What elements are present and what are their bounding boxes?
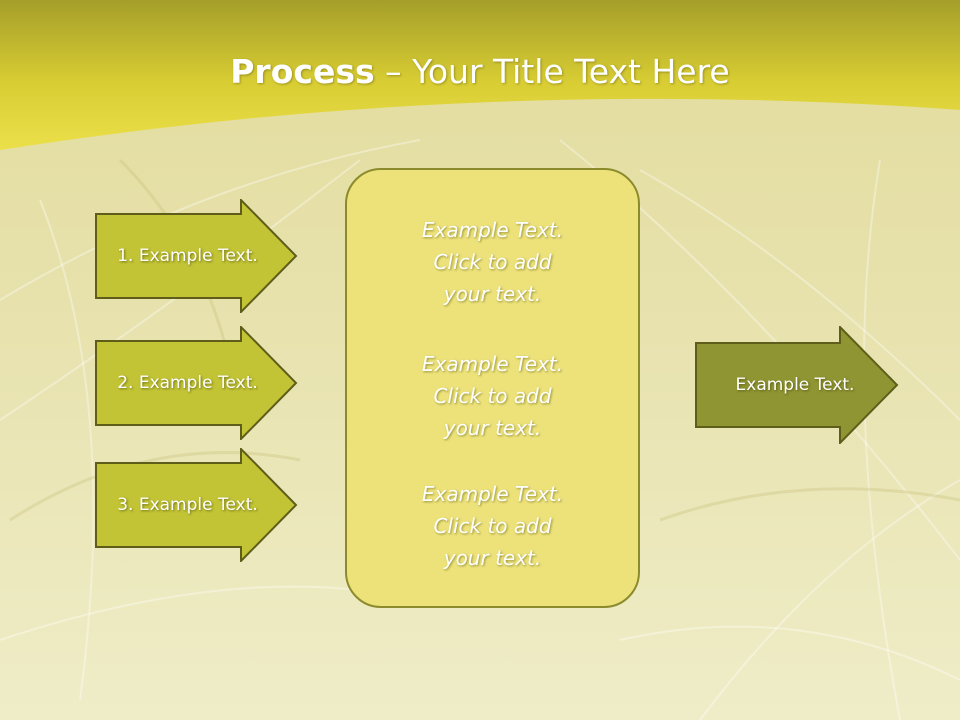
- text-line: your text.: [443, 546, 542, 570]
- right-arrow-shape: [95, 199, 298, 313]
- input-arrow-label: 1. Example Text.: [117, 246, 258, 266]
- title-rest: – Your Title Text Here: [374, 52, 730, 91]
- text-line: Click to add: [433, 250, 552, 274]
- text-line: Example Text.: [421, 352, 564, 376]
- text-line: your text.: [443, 416, 542, 440]
- right-arrow-shape: [95, 448, 298, 562]
- input-arrow-label: 2. Example Text.: [117, 373, 258, 393]
- center-text-box[interactable]: Example Text. Click to add your text. Ex…: [345, 168, 640, 608]
- input-arrow-1[interactable]: 1. Example Text.: [95, 199, 299, 313]
- text-line: Example Text.: [421, 218, 564, 242]
- center-text-block-3: Example Text. Click to add your text.: [347, 478, 638, 574]
- right-arrow-shape: [695, 326, 899, 444]
- input-arrow-2[interactable]: 2. Example Text.: [95, 326, 299, 440]
- title-bold: Process: [230, 52, 375, 91]
- slide-title: Process – Your Title Text Here: [0, 52, 960, 91]
- center-text-block-2: Example Text. Click to add your text.: [347, 348, 638, 444]
- output-arrow[interactable]: Example Text.: [695, 326, 900, 444]
- text-line: Click to add: [433, 514, 552, 538]
- input-arrow-3[interactable]: 3. Example Text.: [95, 448, 299, 562]
- center-text-block-1: Example Text. Click to add your text.: [347, 214, 638, 310]
- output-arrow-label: Example Text.: [735, 375, 855, 395]
- input-arrow-label: 3. Example Text.: [117, 495, 258, 515]
- text-line: your text.: [443, 282, 542, 306]
- text-line: Example Text.: [421, 482, 564, 506]
- right-arrow-shape: [95, 326, 298, 440]
- text-line: Click to add: [433, 384, 552, 408]
